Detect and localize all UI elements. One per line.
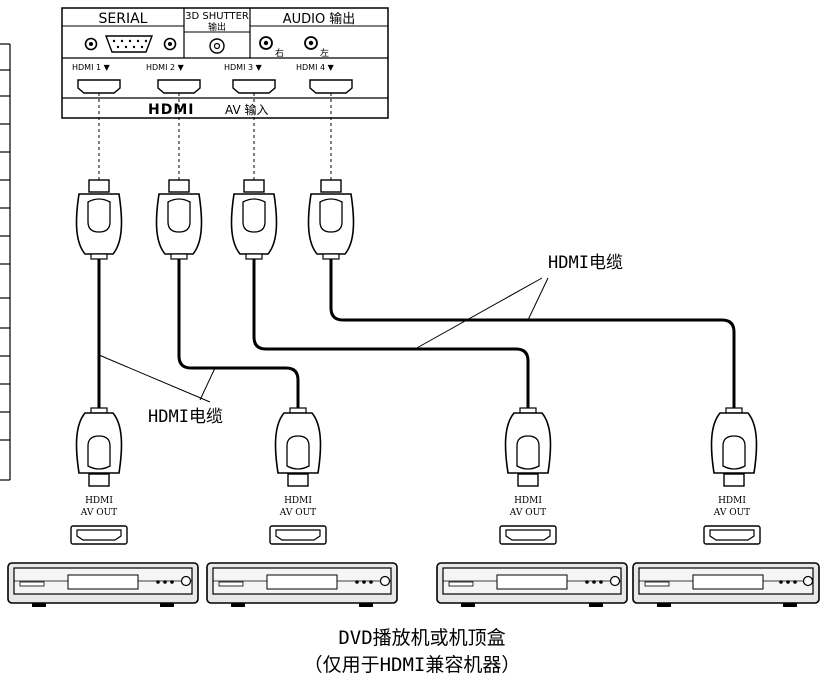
player-3: HDMI AV OUT [436,496,628,607]
audio-label: AUDIO 输出 [283,11,356,27]
lower-hdmi-plugs [75,407,758,487]
caption-line1: DVD播放机或机顶盒 [338,627,505,649]
cable-label-lower: HDMI电缆 [148,407,223,427]
player-out-line1: HDMI [718,496,746,506]
hdmi-port-label-1: HDMI 1 ▼ [72,63,111,72]
upper-hdmi-plugs [75,179,355,260]
hdmi-logo: HDMI [148,102,194,118]
caption-line2: （仅用于HDMI兼容机器） [304,654,521,676]
player-out-line2: AV OUT [713,508,750,518]
hdmi-port-label-2: HDMI 2 ▼ [146,63,185,72]
player-out-line2: AV OUT [80,508,117,518]
dashed-guide-lines [98,93,332,180]
shutter-label-line1: 3D SHUTTER [185,11,249,22]
shutter-label-line2: 输出 [208,21,226,33]
player-out-line2: AV OUT [509,508,546,518]
audio-ports [259,36,318,50]
serial-port [84,35,177,53]
player-out-line1: HDMI [284,496,312,506]
audio-left-label: 左 [320,47,329,59]
player-2: HDMI AV OUT [206,496,398,607]
av-input-label: AV 输入 [225,102,268,117]
hdmi-port-label-3: HDMI 3 ▼ [224,63,263,72]
shutter-port [209,38,225,54]
hdmi-port-label-4: HDMI 4 ▼ [296,63,335,72]
hdmi-panel-ports [77,79,353,94]
connector-panel: SERIAL 3D SHUTTER 输出 AUDIO 输出 [61,7,389,119]
cable-label-upper: HDMI电缆 [548,253,623,273]
serial-label: SERIAL [99,11,148,27]
player-out-line2: AV OUT [279,508,316,518]
player-4: HDMI AV OUT [632,496,820,607]
hdmi-cables [97,256,736,409]
player-1: HDMI AV OUT [7,496,199,607]
audio-right-label: 右 [275,47,284,59]
side-panel-edge [0,43,11,481]
player-out-line1: HDMI [514,496,542,506]
player-out-line1: HDMI [85,496,113,506]
callout-lines [98,277,549,403]
